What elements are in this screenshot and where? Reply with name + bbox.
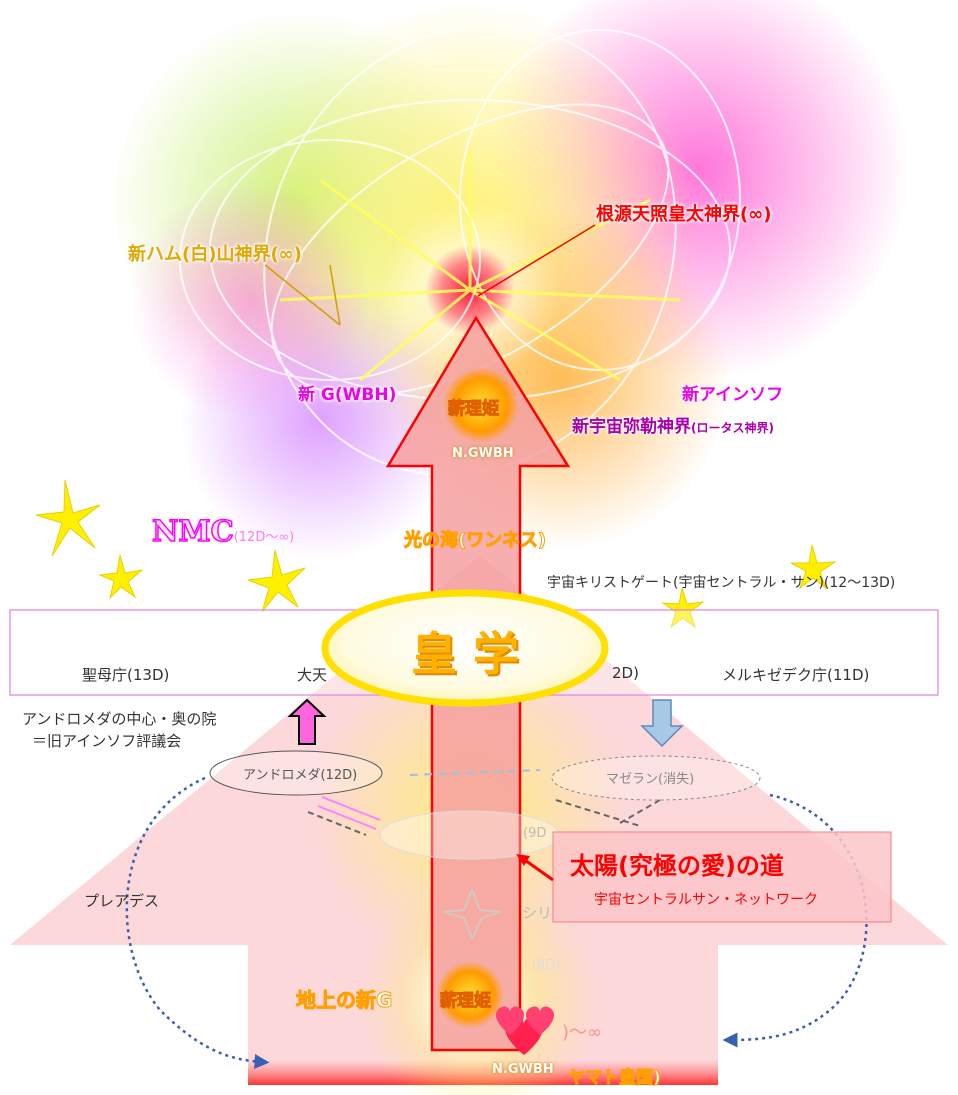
logo-top: 薪理姫: [448, 399, 500, 420]
logo-glow-top: [443, 367, 519, 443]
logo-bottom: 薪理姫: [440, 991, 492, 1012]
logo-glow-bottom: [436, 961, 504, 1029]
label-center-ring: (9D: [523, 826, 547, 841]
label-christ-gate: 宇宙キリストゲート(宇宙セントラル・サン)(12〜13D): [547, 575, 896, 591]
label-infinity-tail: )～∞: [562, 1022, 603, 1043]
label-pleiades: プレアデス: [84, 892, 160, 910]
label-sun-path-title: 太陽(究極の愛)の道: [570, 852, 784, 880]
label-nmc: NMC(12D～∞): [151, 513, 295, 549]
label-earth-g: 地上の新G: [295, 988, 393, 1013]
label-seibo: 聖母庁(13D): [82, 666, 170, 684]
label-yamato: ヤマト皇国): [568, 1068, 662, 1089]
andromeda-ring: [209, 750, 383, 796]
hearts: [495, 1006, 555, 1055]
up-arrow-pink: [287, 698, 327, 745]
star-outline-icon: [443, 887, 501, 940]
label-amaterasu: 根源天照皇太神界(∞): [596, 204, 772, 225]
left-curve-arrow: [125, 776, 270, 1070]
ngwbh-bottom: N.GWBH: [492, 1062, 554, 1077]
label-g-wbh: 新 G(WBH): [298, 385, 397, 405]
label-andromeda-ring: アンドロメダ(12D): [243, 768, 358, 783]
label-8d: (8D): [532, 958, 561, 973]
label-daiten: 大天: [297, 666, 328, 684]
label-miroku-main: 新宇宙弥勒神界: [572, 417, 691, 437]
label-andromeda-center-2: ＝旧アインソフ評議会: [32, 732, 182, 750]
label-sun-path-sub: 宇宙セントラルサン・ネットワーク: [594, 892, 818, 908]
sun-path-pointer: [521, 856, 554, 882]
label-sirius: シリ: [522, 904, 553, 922]
label-new-ainsoph: 新アインソフ: [682, 385, 784, 405]
label-magellan-ring: マゼラン(消失): [606, 772, 695, 787]
label-nmc-main: NMC: [151, 513, 234, 549]
right-curve-arrow: [722, 793, 868, 1048]
emblem-ring: [321, 589, 609, 707]
label-miroku: 新宇宙弥勒神界(ロータス神界): [572, 412, 774, 437]
emblem-koogaku: 皇 学: [410, 627, 519, 681]
sparkles: [35, 479, 837, 629]
sun-path-box: [552, 831, 892, 923]
connectors: [264, 224, 661, 836]
label-andromeda-center-1: アンドロメダの中心・奥の院: [22, 710, 217, 728]
ngwbh-top: N.GWBH: [452, 446, 514, 461]
label-sea-of-light: 光の海(ワンネス): [403, 530, 547, 552]
label-ham: 新ハム(白)山神界(∞): [128, 244, 302, 265]
label-miroku-sub: (ロータス神界): [691, 421, 774, 435]
sun-path-pointer-head: [516, 854, 530, 866]
label-nmc-sub: (12D～∞): [233, 530, 295, 545]
cosmic-glow: [110, 0, 910, 560]
magellan-ring: [551, 755, 761, 801]
label-melchizedek: メルキゼデク庁(11D): [722, 666, 870, 684]
down-arrow-blue: [640, 699, 684, 748]
label-12d: 2D): [612, 664, 639, 682]
